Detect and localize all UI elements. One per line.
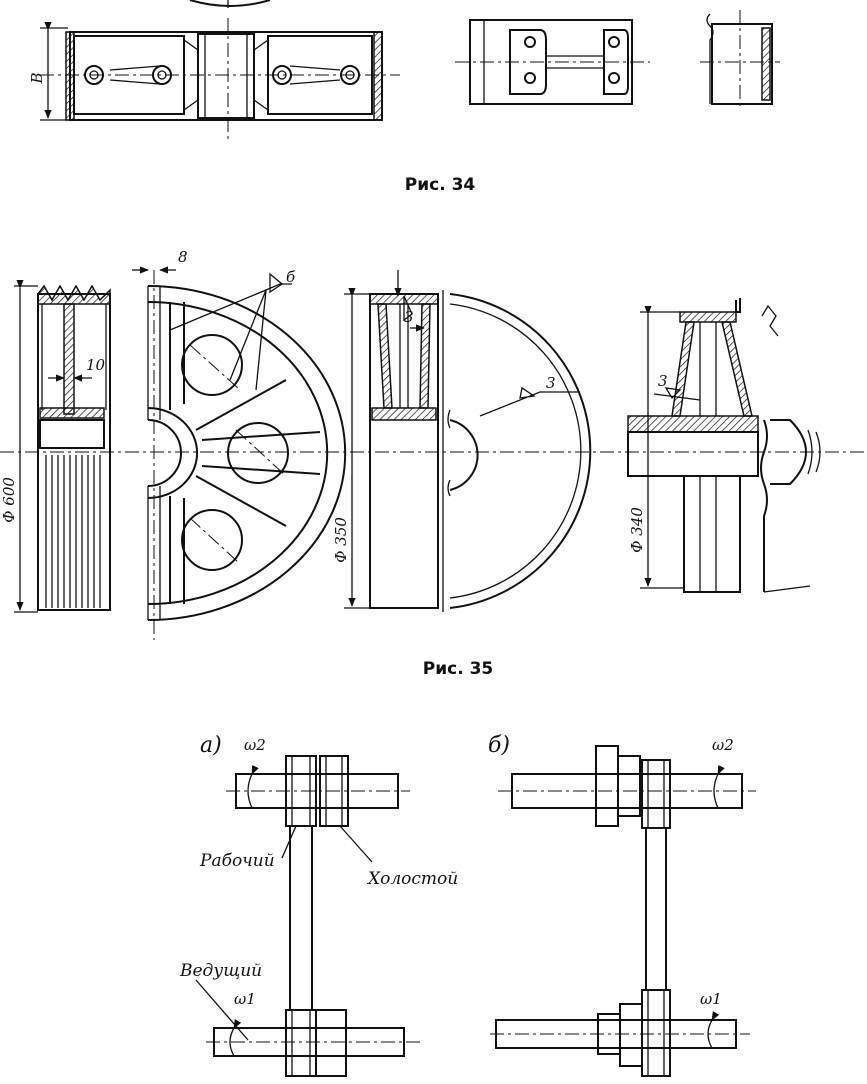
pulley-grooves [45,455,101,608]
spoked-pulley-half-view: 8 б [132,248,347,640]
label-working-pulley: Рабочий [199,851,275,871]
dim-s8: 8 [178,248,188,266]
fig34-dim-b: B [28,72,46,84]
figure-36: а) ω2 ω1 Рабоч [179,733,756,1077]
figure-35-caption: Рис. 35 [423,659,493,679]
label-idle-pulley: Холостой [366,869,458,889]
disc-pulley-view: Ф 350 3 3 [332,270,592,612]
scheme-b-omega2: ω2 [712,736,734,754]
scheme-b-omega1: ω1 [700,990,722,1008]
shaft-pulley-view: Ф 340 3 [627,298,821,593]
belt-drive-scheme-a: а) ω2 ω1 Рабоч [179,733,458,1077]
belt-drive-scheme-b: б) ω2 ω1 [488,733,756,1077]
dim-weld-3a: 3 [404,308,414,326]
dim-weld-b: б [286,268,296,286]
dim-d340: Ф 340 [628,507,646,553]
label-driving-pulley: Ведущий [179,961,262,981]
scheme-a-label: а) [200,733,222,758]
v-belt-pulley-view: Ф 600 10 [0,279,111,613]
dim-s10: 10 [86,356,106,374]
dim-weld-3b: 3 [546,374,556,392]
fig34-detail-view [455,19,650,105]
scheme-a-omega2: ω2 [244,736,266,754]
dim-weld-3c: 3 [658,372,668,390]
dim-d600: Ф 600 [0,477,18,523]
scheme-a-omega1: ω1 [234,990,256,1008]
fig34-edge-view [700,10,780,110]
figure-35: Ф 600 10 8 б [0,248,867,679]
figure-34: B Рис. 34 [28,0,780,195]
fig34-rim-view: B [28,18,400,140]
dim-d350: Ф 350 [332,517,350,563]
figure-34-caption: Рис. 34 [405,175,476,195]
scheme-b-label: б) [488,733,510,758]
